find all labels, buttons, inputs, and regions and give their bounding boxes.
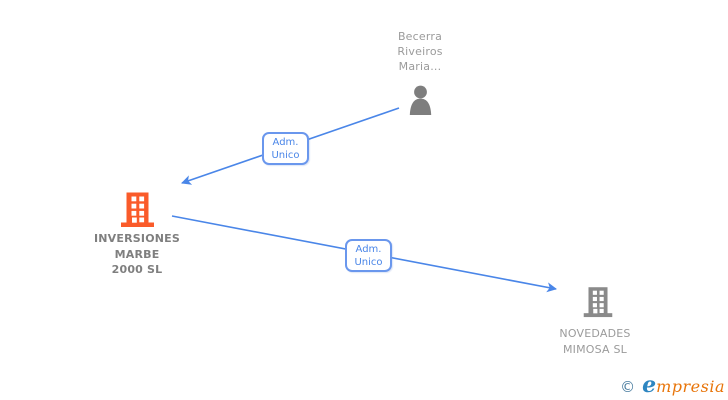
brand-initial: e — [642, 372, 657, 398]
copyright-icon: © — [620, 378, 636, 396]
main-company-name-line: MARBE — [114, 247, 160, 261]
brand-wordmark: empresia — [642, 372, 725, 398]
person-icon[interactable] — [404, 85, 437, 115]
person-name-line: Becerra — [397, 30, 443, 43]
relationship-label-line: Unico — [271, 149, 300, 161]
main-company-building-icon[interactable] — [119, 191, 156, 227]
main-company-name-line: 2000 SL — [111, 263, 163, 276]
person-name-line: Maria... — [398, 60, 442, 73]
relationship-label-line: Adm. — [272, 136, 299, 148]
related-company-name-line: MIMOSA SL — [562, 342, 627, 356]
relationship-label-line: Unico — [354, 256, 383, 268]
main-company-name-line: INVERSIONES — [93, 232, 180, 245]
related-company-name[interactable]: NOVEDADES MIMOSA SL — [535, 326, 655, 357]
related-company-building-icon[interactable] — [582, 285, 614, 318]
person-name[interactable]: Becerra Riveiros Maria... — [370, 29, 470, 74]
relationship-label-adm-unico-1[interactable]: Adm. Unico — [262, 132, 309, 165]
brand-rest: mpresia — [656, 377, 725, 396]
person-name-line: Riveiros — [397, 45, 443, 58]
relationship-label-line: Adm. — [355, 243, 382, 255]
relationship-label-adm-unico-2[interactable]: Adm. Unico — [345, 239, 392, 272]
empresia-logo[interactable]: © empresia — [620, 372, 725, 398]
related-company-name-line: NOVEDADES — [559, 327, 631, 340]
main-company-name[interactable]: INVERSIONES MARBE 2000 SL — [77, 231, 197, 278]
